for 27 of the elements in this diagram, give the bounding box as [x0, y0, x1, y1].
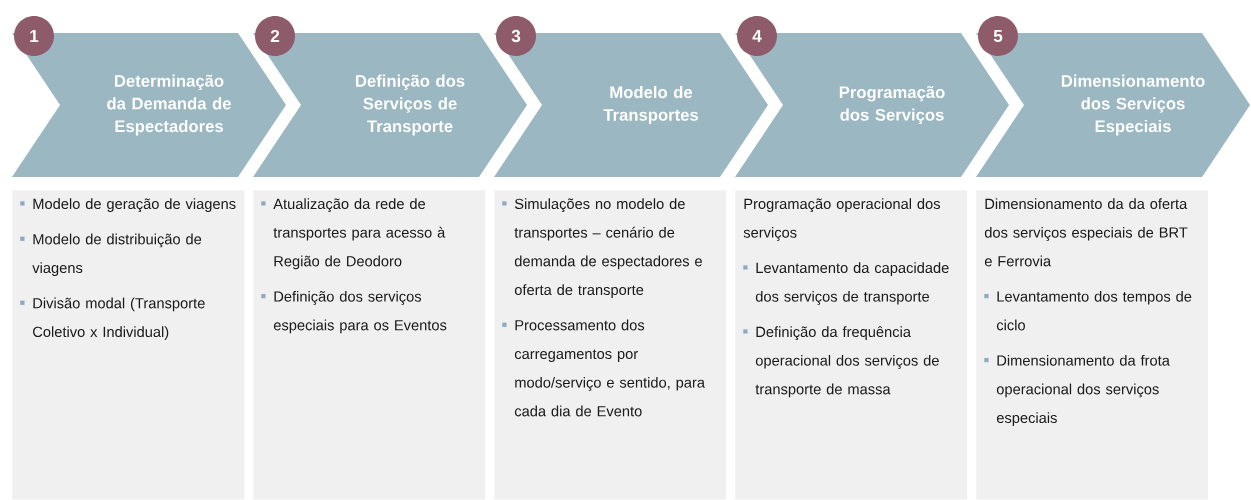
- node-label: Modelo de Transportes: [603, 85, 699, 125]
- list-item: Divisão modal (Transporte Coletivo x Individual): [20, 297, 205, 340]
- number-badge: 2: [255, 16, 295, 56]
- number-badge: 5: [978, 16, 1018, 56]
- list-item: Levantamento dos tempos de ciclo: [984, 290, 1192, 331]
- list-item: Atualização da rede de transportes para acesso à Região de Deodoro: [261, 198, 446, 270]
- list-item: Definição dos serviços especiais para os Eventos: [261, 290, 447, 334]
- list-item: Processamento dos carregamentos por modo/serviço e sentido, para cada dia de Evento: [502, 319, 705, 417]
- node-label: Dimensionamento dos Serviços Especiais: [1061, 74, 1205, 136]
- text-panel: [494, 190, 727, 500]
- list-item: Levantamento da capacidade dos serviços de transporte: [743, 262, 949, 305]
- list-item: Modelo de geração de viagens: [20, 198, 236, 212]
- list-item: Definição da frequência operacional dos serviços de transporte de massa: [743, 326, 939, 398]
- list-item: Modelo de distribuição de viagens: [20, 233, 202, 276]
- text-panel: [976, 190, 1209, 500]
- text-panel: [735, 190, 968, 500]
- number-badge: 4: [737, 16, 777, 56]
- text-panel: [253, 190, 486, 500]
- text-panel: [12, 190, 245, 500]
- number-badge: 3: [496, 16, 536, 56]
- paragraph: Dimensionamento da da oferta dos serviços especiais de BRT e Ferrovia: [984, 198, 1188, 267]
- paragraph: Programação operacional dos serviços: [743, 198, 940, 241]
- number-badge: 1: [14, 16, 54, 56]
- node-label: Programação dos Serviços: [839, 85, 945, 125]
- node-label: Definição dos Serviços de Transporte: [356, 74, 465, 136]
- list-item: Dimensionamento da frota operacional dos serviços especiais: [984, 354, 1170, 426]
- list-item: Simulações no modelo de transportes – cenário de demanda de espectadores e oferta de transporte: [502, 198, 702, 298]
